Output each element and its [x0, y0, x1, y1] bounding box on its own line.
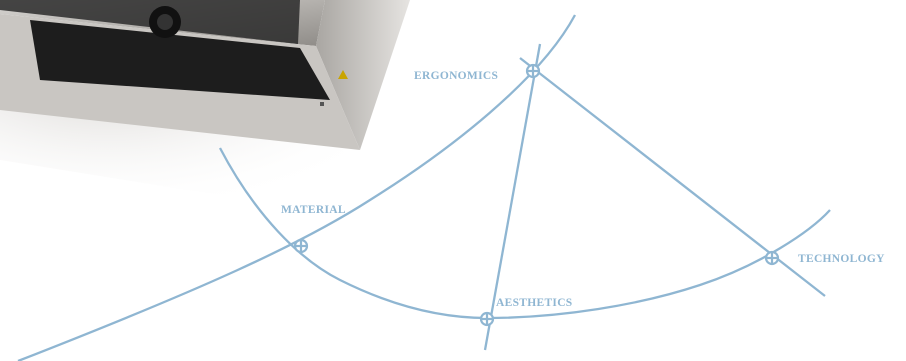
warning-icon: [338, 70, 348, 79]
device-image: [0, 0, 410, 200]
node-technology: [764, 250, 780, 266]
label-ergonomics: ERGONOMICS: [414, 70, 498, 82]
line-ergonomics-aesthetics: [483, 43, 542, 351]
arc-left: [17, 14, 577, 361]
device-rivet: [320, 102, 324, 106]
device-side-panel: [316, 0, 410, 150]
label-technology: TECHNOLOGY: [798, 253, 885, 265]
node-material: [293, 238, 309, 254]
label-material: MATERIAL: [281, 204, 346, 216]
node-aesthetics: [479, 311, 495, 327]
device-rear-dark: [30, 20, 330, 100]
label-aesthetics: AESTHETICS: [496, 297, 573, 309]
line-ergonomics-technology: [519, 57, 826, 297]
nodes: [293, 63, 780, 327]
node-ergonomics: [525, 63, 541, 79]
